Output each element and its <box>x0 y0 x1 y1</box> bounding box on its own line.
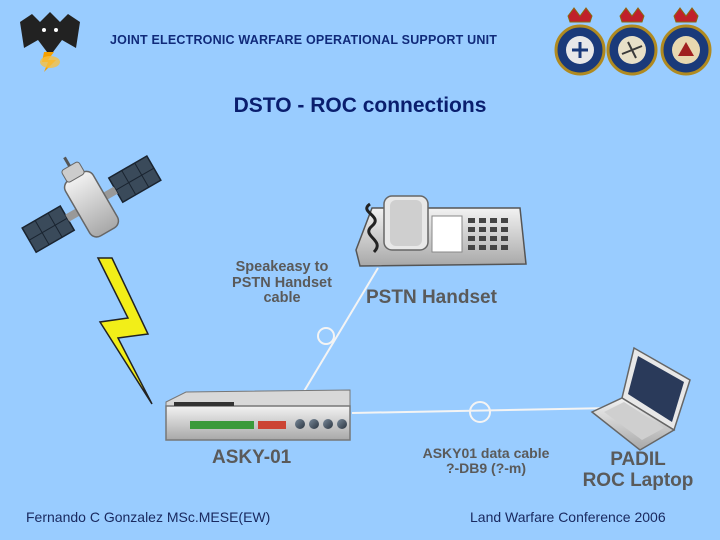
lightning-bolt-icon <box>96 257 153 405</box>
speakeasy-cable-label-line2: PSTN Handset <box>232 274 332 291</box>
asky-to-laptop-cable <box>351 407 613 414</box>
asky-01-device-icon <box>165 389 351 441</box>
slide-title: DSTO - ROC connections <box>233 94 487 117</box>
satellite-icon <box>21 154 162 254</box>
speakeasy-to-pstn-cable <box>299 267 379 399</box>
padil-laptop-label-line1: PADIL <box>610 449 666 470</box>
asky-01-label: ASKY-01 <box>212 447 292 468</box>
footer-event: Land Warfare Conference 2006 <box>470 509 666 525</box>
padil-laptop-label: PADIL ROC Laptop <box>578 449 698 491</box>
footer-author: Fernando C Gonzalez MSc.MESE(EW) <box>26 509 271 525</box>
asky-data-cable-label: ASKY01 data cable ?-DB9 (?-m) <box>414 445 558 477</box>
laptop-icon <box>590 346 691 451</box>
speakeasy-cable-label-line3: cable <box>263 290 301 307</box>
bat-logo-icon <box>20 12 80 72</box>
header-title: JOINT ELECTRONIC WARFARE OPERATIONAL SUP… <box>110 33 498 47</box>
pstn-handset-label: PSTN Handset <box>366 287 497 308</box>
pstn-handset-icon <box>355 195 527 267</box>
pstn-cable-connector <box>317 327 335 345</box>
asky-data-cable-label-line1: ASKY01 data cable <box>422 445 550 461</box>
unit-crests-icon <box>554 7 712 76</box>
padil-laptop-label-line2: ROC Laptop <box>582 469 694 491</box>
speakeasy-cable-label-line1: Speakeasy to <box>235 259 329 275</box>
data-cable-connector <box>469 401 491 423</box>
speakeasy-cable-label: Speakeasy to PSTN Handset cable <box>214 259 350 307</box>
asky-data-cable-label-line2: ?-DB9 (?-m) <box>445 460 527 477</box>
